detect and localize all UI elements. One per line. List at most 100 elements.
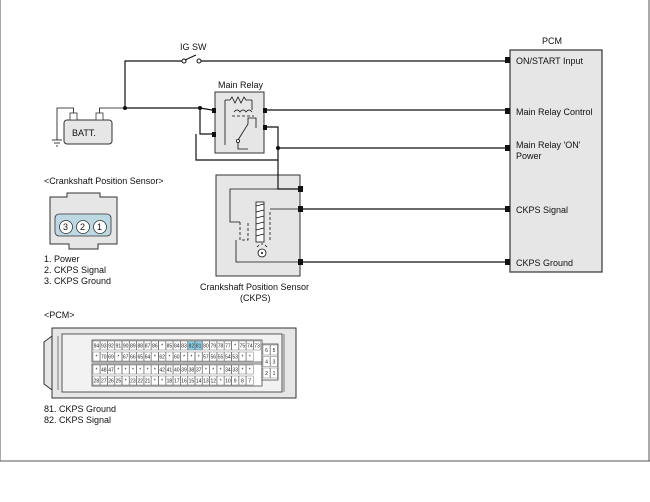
pcm-pin-number: 70 — [101, 355, 107, 361]
pcm-pin-cell — [180, 340, 188, 351]
pcm-pin-number: 65 — [137, 355, 143, 361]
ckps-legend-item: 1. Power — [44, 254, 80, 264]
pcm-terminal-label: Power — [516, 151, 542, 161]
pcm-pin-cell — [209, 351, 217, 362]
pcm-pin-number: 83 — [181, 344, 187, 350]
pcm-pin-number: * — [95, 368, 97, 374]
pcm-pin-cell — [114, 340, 123, 351]
pcm-pin-cell — [158, 340, 166, 351]
relay-pin — [212, 132, 216, 137]
pcm-pin-cell — [238, 375, 247, 386]
pcm-pin-number: 86 — [152, 344, 158, 350]
ckps-abbr-label: (CKPS) — [240, 293, 271, 303]
battery-box — [63, 119, 113, 145]
pcm-pin-number: 17 — [174, 379, 180, 385]
igsw-contact-right — [196, 58, 202, 64]
pcm-pin-ckps-ground — [505, 259, 510, 265]
pcm-pin-cell — [100, 364, 108, 375]
pcm-pin-cell — [216, 340, 225, 351]
pcm-pin-cell — [143, 351, 152, 362]
pcm-pin-cell — [238, 340, 247, 351]
pcm-pin-number: * — [190, 355, 192, 361]
ckps-pin-3 — [59, 220, 73, 234]
pcm-pin-number: 64 — [145, 355, 151, 361]
ckps-pin-number: 3 — [63, 222, 68, 232]
pcm-pin-cell — [180, 375, 188, 386]
pcm-pin-cell — [180, 364, 188, 375]
ckps-pin-2 — [76, 220, 90, 234]
pcm-pin-cell — [246, 340, 254, 351]
ckps-pin-number: 1 — [97, 222, 102, 232]
main-relay-box — [214, 91, 265, 154]
pcm-pin-cell — [92, 375, 101, 386]
pcm-pin-cell — [202, 351, 210, 362]
pcm-pin-cell — [129, 364, 137, 375]
pcm-pin-cell — [121, 351, 130, 362]
igsw-blade — [184, 54, 197, 61]
pcm-pin-cell — [107, 375, 115, 386]
relay-coil-winding — [233, 109, 253, 113]
pcm-pin-cell — [136, 340, 144, 351]
pcm-side-pin-number: 6 — [265, 348, 268, 354]
pcm-pin-cell — [136, 364, 144, 375]
pcm-pin-number: 85 — [167, 344, 173, 350]
battery-ground-wire — [56, 107, 74, 140]
pcm-pin-cell — [231, 351, 239, 362]
pcm-pin-cell — [209, 364, 217, 375]
pcm-pin-number: 56 — [210, 355, 216, 361]
pcm-pin-cell — [209, 340, 217, 351]
pcm-pin-cell — [224, 364, 232, 375]
relay-switch-blade — [237, 123, 249, 141]
pcm-pin-cell — [187, 364, 195, 375]
pcm-pin-cell — [216, 351, 225, 362]
pcm-pin-number: 55 — [218, 355, 224, 361]
pcm-terminal-label: CKPS Signal — [516, 205, 568, 215]
pcm-pin-cell — [151, 340, 159, 351]
pcm-pin-cell — [92, 351, 101, 362]
pcm-side-pin-cell — [262, 367, 271, 379]
pcm-pin-number: * — [125, 379, 127, 385]
pcm-pin-cell — [187, 351, 195, 362]
pcm-pin-cell — [158, 364, 166, 375]
pcm-pin-cell — [136, 351, 144, 362]
ckps-pin-ground — [298, 259, 303, 265]
ckps-pin-power — [298, 186, 303, 192]
pcm-pin-cell — [129, 340, 137, 351]
relay-coil-resistor — [225, 96, 252, 104]
batt-to-relay-switch-wire — [199, 108, 212, 135]
pcm-pin-main-relay-control — [505, 108, 510, 114]
pcm-pin-number: 16 — [181, 379, 187, 385]
pcm-pin-cell — [194, 375, 203, 386]
pcm-pin-cell — [246, 351, 254, 362]
pcm-pin-cell — [114, 375, 123, 386]
pcm-pin-number: 90 — [123, 344, 129, 350]
pcm-pin-cell — [107, 351, 115, 362]
pcm-pin-number: 69 — [108, 355, 114, 361]
relay-pin — [263, 108, 267, 113]
battery-label: BATT. — [72, 128, 96, 138]
pcm-pin-number: 34 — [225, 368, 231, 374]
pcm-pin-number: 14 — [196, 379, 202, 385]
pcm-pin-cell — [143, 364, 152, 375]
pcm-pin-number: * — [132, 368, 134, 374]
pcm-pin-cell — [238, 351, 247, 362]
ckps-pin-number: 2 — [80, 222, 85, 232]
pcm-pin-number: 10 — [225, 379, 231, 385]
pcm-pin-cell — [121, 340, 130, 351]
relay-on-power-wire — [267, 126, 505, 149]
pcm-pin-cell — [129, 375, 137, 386]
relay-pin — [212, 108, 216, 113]
pcm-title: PCM — [542, 36, 562, 46]
pcm-pin-cell — [136, 375, 144, 386]
pcm-pin-cell — [92, 364, 101, 375]
pcm-pin-number: 12 — [210, 379, 216, 385]
pcm-pin-cell — [107, 340, 115, 351]
pcm-pin-number: 21 — [145, 379, 151, 385]
pcm-pin-number: 22 — [137, 379, 143, 385]
ckps-name-label: Crankshaft Position Sensor — [200, 282, 309, 292]
pcm-pin-number: 38 — [189, 368, 195, 374]
pcm-pin-number: * — [234, 344, 236, 350]
main-relay-label: Main Relay — [218, 80, 264, 90]
pcm-pin-number: * — [168, 355, 170, 361]
